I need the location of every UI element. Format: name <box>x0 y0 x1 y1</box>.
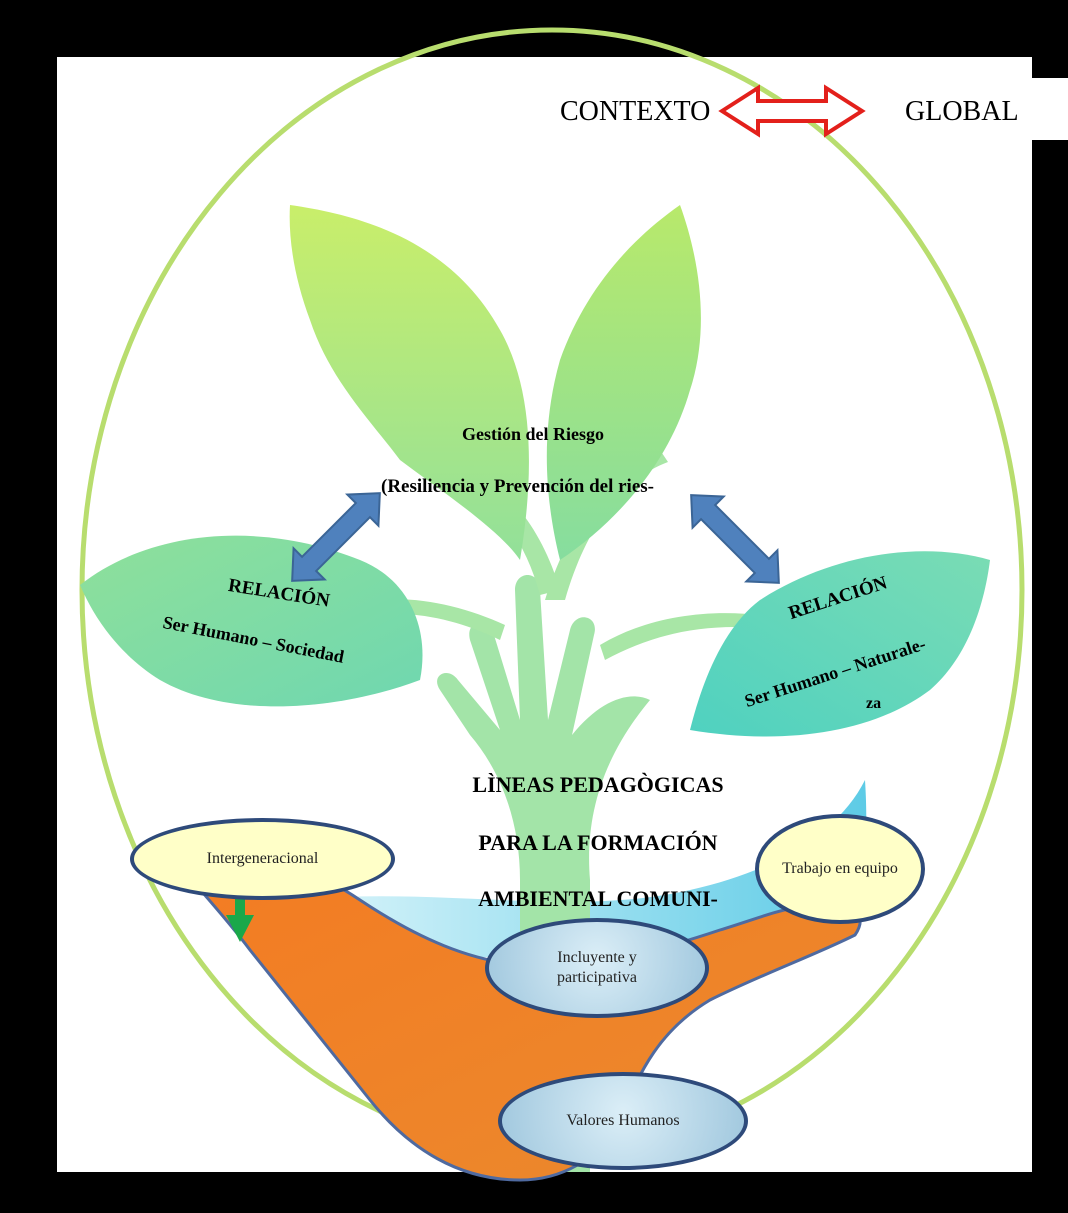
context-global-arrow <box>718 84 866 138</box>
green-arrow-left <box>226 885 254 942</box>
right-relation-subtitle-end: za <box>866 695 882 712</box>
risk-title: Gestión del Riesgo <box>462 424 604 444</box>
node-incluyente: Incluyente y participativa <box>485 918 709 1018</box>
main-title-line2: PARA LA FORMACIÓN <box>478 830 718 855</box>
left-side-leaf <box>80 535 423 707</box>
node-intergeneracional: Intergeneracional <box>130 818 395 900</box>
top-left-leaf <box>289 205 529 560</box>
context-label: CONTEXTO <box>560 96 711 127</box>
risk-subtitle: (Resiliencia y Prevención del ries- <box>381 476 654 497</box>
top-right-leaf <box>546 205 701 560</box>
global-label: GLOBAL <box>905 96 1019 127</box>
node-valores-humanos: Valores Humanos <box>498 1072 748 1170</box>
left-double-arrow <box>291 492 381 582</box>
main-title-line1: LÌNEAS PEDAGÒGICAS <box>472 772 724 797</box>
water-wave <box>250 780 867 958</box>
node-trabajo-en-equipo: Trabajo en equipo <box>755 814 925 924</box>
right-side-leaf <box>690 551 990 737</box>
main-title-line3: AMBIENTAL COMUNI- <box>478 886 718 911</box>
right-double-arrow <box>690 494 780 584</box>
orange-hand <box>162 844 862 1182</box>
